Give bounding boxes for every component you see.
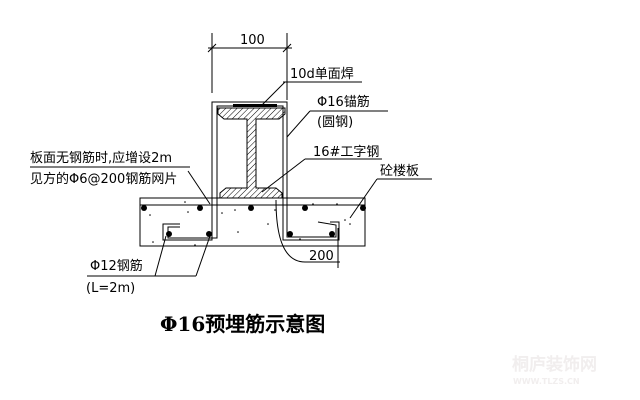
dim-top-label: 100	[240, 33, 265, 48]
weld-label: 10d单面焊	[290, 66, 354, 82]
diagram-title: Φ16预埋筋示意图	[160, 312, 325, 336]
note-line-2: 见方的Φ6@200钢筋网片	[30, 171, 177, 187]
slab-label: 砼楼板	[380, 164, 419, 179]
svg-text:桐庐装饰网: 桐庐装饰网	[512, 354, 597, 375]
note-line-1: 板面无钢筋时,应增设2m	[30, 150, 172, 166]
dim-bottom-label: 200	[309, 249, 334, 264]
rebar-label-2: (L=2m)	[86, 281, 135, 296]
svg-text:WWW.TLZS.CN: WWW.TLZS.CN	[513, 377, 580, 386]
rebar-callout: Φ12钢筋 (L=2m)	[86, 235, 211, 296]
anchor-label-2: (圆钢)	[317, 115, 353, 130]
anchor-callout: Φ16锚筋 (圆钢)	[286, 94, 388, 138]
beam-label: 16#工字钢	[313, 145, 379, 160]
beam-callout: 16#工字钢	[261, 145, 382, 193]
slab-callout: 砼楼板	[349, 164, 432, 219]
i-beam-section	[217, 104, 286, 199]
watermark: 桐庐装饰网 WWW.TLZS.CN	[512, 354, 597, 386]
rebar-label-1: Φ12钢筋	[90, 258, 143, 274]
bottom-dimension: 200	[275, 199, 340, 268]
weld-callout: 10d单面焊	[260, 66, 362, 107]
anchor-bar	[162, 101, 340, 241]
rebar-dots	[141, 205, 366, 237]
top-dimension: 100	[207, 33, 292, 100]
anchor-label-1: Φ16锚筋	[317, 94, 370, 110]
mesh-note-callout: 板面无钢筋时,应增设2m 见方的Φ6@200钢筋网片	[30, 150, 211, 205]
